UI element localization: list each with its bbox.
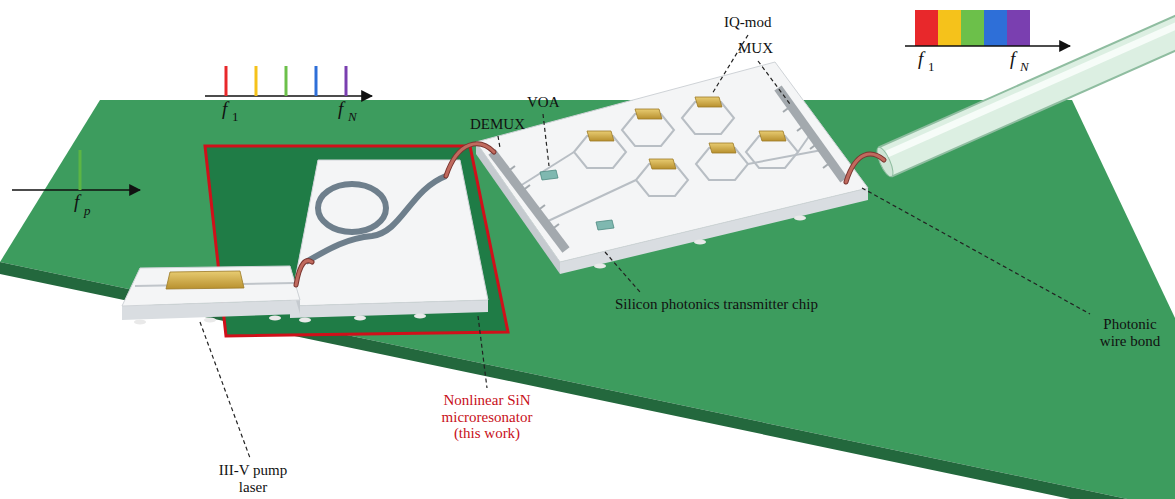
subscript-label: p <box>84 204 91 218</box>
solder-bump <box>299 318 311 323</box>
gold-pad <box>759 131 786 141</box>
leader-line <box>200 322 250 458</box>
wire-bond <box>296 261 312 285</box>
channel-band <box>1007 10 1030 46</box>
part-label: IQ-mod <box>724 14 772 31</box>
comb-line <box>225 66 228 96</box>
solder-bump <box>594 264 606 269</box>
part-label: III-V pump laser <box>213 462 293 495</box>
ring-resonator <box>318 184 386 232</box>
part-label: f <box>74 192 79 213</box>
modulator-waveguide <box>520 152 574 186</box>
comb-line <box>255 66 258 96</box>
wire-bond <box>446 144 494 176</box>
gold-pad <box>635 109 662 119</box>
frequency-axis <box>12 189 140 191</box>
leader-line <box>862 188 1090 314</box>
comb-line <box>315 66 318 96</box>
channel-band <box>984 10 1007 46</box>
gold-pad <box>587 131 614 141</box>
subscript-label: 1 <box>928 60 935 74</box>
gold-pad <box>709 143 736 153</box>
mux-tick <box>823 162 831 168</box>
part-label: Nonlinear SiN microresonator (this work) <box>430 392 544 442</box>
part-label: f <box>222 99 227 120</box>
leader-line <box>758 61 790 104</box>
channel-band <box>915 10 938 46</box>
part-label: Silicon photonics transmitter chip <box>615 296 818 313</box>
subscript-label: 1 <box>232 110 239 124</box>
solder-bump <box>354 316 366 321</box>
demux-tick <box>507 166 515 172</box>
channel-band <box>961 10 984 46</box>
mux-tick <box>797 125 805 131</box>
solder-bump <box>414 314 426 319</box>
modulator-waveguide <box>748 150 822 164</box>
solder-bump <box>204 318 216 323</box>
mux-tick <box>810 143 818 149</box>
part-label: VOA <box>527 94 560 111</box>
wire-bond <box>846 154 884 182</box>
subscript-label: N <box>348 110 357 124</box>
gold-pad <box>166 271 244 289</box>
demux-tick <box>537 205 545 211</box>
mux-tick <box>783 106 791 112</box>
frequency-axis <box>905 45 1070 47</box>
solder-bump <box>269 316 281 321</box>
demux-tick <box>522 185 530 191</box>
leader-line <box>605 252 640 292</box>
attenuator-pad <box>596 220 614 230</box>
leader-line <box>498 136 500 148</box>
leader-line <box>478 316 487 388</box>
pump-line <box>79 150 82 190</box>
part-label: Photonic wire bond <box>1092 316 1168 349</box>
channel-band <box>938 10 961 46</box>
demux-tick <box>551 224 559 230</box>
comb-line <box>345 66 348 96</box>
solder-bump <box>134 320 146 325</box>
attenuator-pad <box>540 170 558 180</box>
gold-pad <box>695 97 722 107</box>
silicon-chip <box>476 62 868 262</box>
laser-chip <box>122 266 300 306</box>
wire-bond <box>846 154 884 182</box>
gold-pad <box>649 159 676 169</box>
solder-bump <box>694 240 706 245</box>
resonator-chip <box>290 160 488 306</box>
wire-bond <box>296 261 312 285</box>
part-label: MUX <box>738 40 773 57</box>
comb-line <box>285 66 288 96</box>
demux-bar <box>492 152 566 250</box>
modulator-waveguide <box>546 180 636 222</box>
part-label: f <box>338 99 343 120</box>
leader-line <box>543 114 549 166</box>
wire-bond <box>446 144 494 176</box>
subscript-label: N <box>1020 60 1029 74</box>
bus-waveguide <box>306 176 446 262</box>
part-label: DEMUX <box>470 116 525 133</box>
board-edge <box>0 262 1175 499</box>
solder-bump <box>794 216 806 221</box>
part-label: f <box>918 49 923 70</box>
part-label: f <box>1010 49 1015 70</box>
